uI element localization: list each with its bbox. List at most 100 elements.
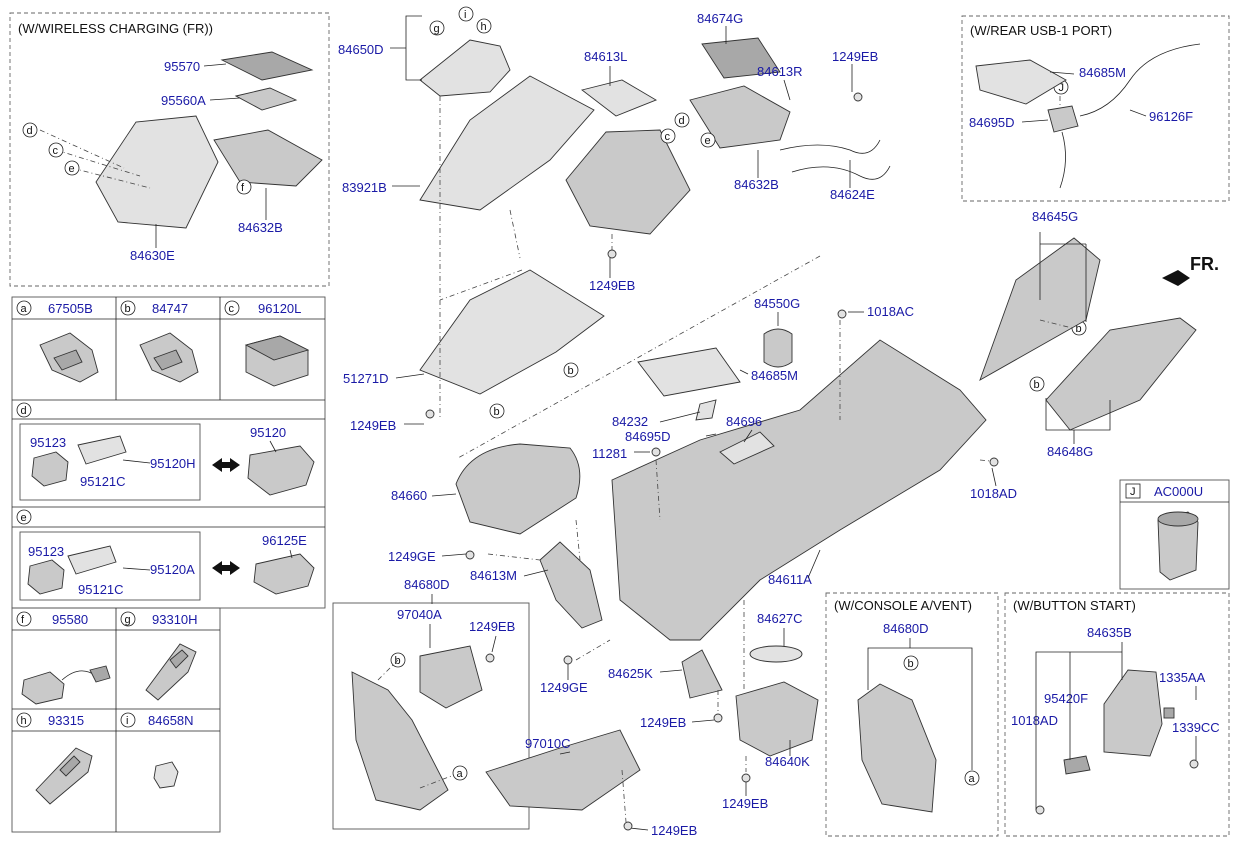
label-84630E: 84630E bbox=[130, 248, 175, 263]
mat-84627C bbox=[749, 645, 803, 663]
rear-usb-frame bbox=[961, 15, 1230, 202]
svg-text:c: c bbox=[53, 145, 59, 157]
legend-part-95123-d: 95123 bbox=[30, 435, 66, 450]
rear-usb-header: (W/REAR USB-1 PORT) bbox=[970, 23, 1112, 38]
right-illustration bbox=[857, 43, 1201, 813]
legend-cell-b: b 84747 bbox=[120, 300, 199, 383]
exchange-arrow-d bbox=[212, 458, 240, 472]
legend-part-95120H: 95120H bbox=[150, 456, 196, 471]
legend-cell-g: g 93310H bbox=[120, 611, 198, 701]
tray-84640K bbox=[735, 681, 819, 757]
legend-part-95121C-e: 95121C bbox=[78, 582, 124, 597]
label-84680D-v: 84680D bbox=[883, 621, 929, 636]
label-1018AD-b: 1018AD bbox=[1011, 713, 1058, 728]
svg-text:f: f bbox=[241, 182, 245, 194]
cover-83921B bbox=[419, 75, 595, 211]
console-vent-header: (W/CONSOLE A/VENT) bbox=[834, 598, 972, 613]
label-84645G: 84645G bbox=[1032, 209, 1078, 224]
label-1249EB-a: 1249EB bbox=[832, 49, 878, 64]
label-84624E: 84624E bbox=[830, 187, 875, 202]
label-84696: 84696 bbox=[726, 414, 762, 429]
legend-letter-f: f bbox=[21, 614, 25, 626]
legend-cell-J: J AC000U bbox=[1125, 483, 1203, 581]
legend-part-95123-e: 95123 bbox=[28, 544, 64, 559]
svg-text:e: e bbox=[705, 135, 711, 147]
svg-text:J: J bbox=[1059, 82, 1065, 94]
leader-lines bbox=[155, 15, 1197, 831]
label-84648G: 84648G bbox=[1047, 444, 1093, 459]
label-83921B: 83921B bbox=[342, 180, 387, 195]
bracket-84232 bbox=[695, 399, 717, 421]
cable-96126F bbox=[1079, 43, 1201, 117]
callout-upper: g i h d c e b b bbox=[429, 6, 716, 419]
mat-84685M-u bbox=[975, 59, 1067, 105]
armrest-84660 bbox=[455, 443, 581, 535]
label-84613R: 84613R bbox=[757, 64, 803, 79]
label-84550G: 84550G bbox=[754, 296, 800, 311]
console-84611A bbox=[611, 339, 987, 641]
legend-cell-f: f 95580 bbox=[16, 611, 111, 705]
svg-text:a: a bbox=[457, 768, 464, 780]
label-84685M-u: 84685M bbox=[1079, 65, 1126, 80]
vent-assembly-frame bbox=[332, 602, 530, 830]
svg-text:b: b bbox=[494, 406, 500, 418]
button-start-frame bbox=[1004, 592, 1230, 837]
legend-letter-c: c bbox=[229, 303, 235, 315]
label-95420F: 95420F bbox=[1044, 691, 1088, 706]
legend-part-84747: 84747 bbox=[152, 301, 188, 316]
legend-cell-e: e 95123 95121C 95120A 96125E bbox=[16, 509, 315, 601]
legend-cell-i: i 84658N bbox=[120, 712, 194, 789]
duct-97010C bbox=[485, 729, 641, 811]
housing-84613R bbox=[565, 129, 691, 235]
svg-text:b: b bbox=[908, 658, 914, 670]
panel-51271D bbox=[419, 269, 605, 395]
label-1249EB-e: 1249EB bbox=[640, 715, 686, 730]
cover-84650D bbox=[419, 39, 511, 97]
label-1018AD: 1018AD bbox=[970, 486, 1017, 501]
main-console-illustration bbox=[351, 328, 987, 811]
wireless-charger-illustration bbox=[39, 51, 323, 229]
button-start-header: (W/BUTTON START) bbox=[1013, 598, 1136, 613]
svg-text:b: b bbox=[1034, 379, 1040, 391]
legend-cell-a: a 67505B bbox=[16, 300, 99, 383]
legend-part-95121C-d: 95121C bbox=[80, 474, 126, 489]
pad-84674G bbox=[701, 37, 781, 79]
label-84695D: 84695D bbox=[625, 429, 671, 444]
svg-text:b: b bbox=[568, 365, 574, 377]
trim-84645G bbox=[979, 237, 1101, 381]
legend-letter-a: a bbox=[21, 303, 28, 315]
legend-cell-d: d 95123 95121C 95120H 95120 bbox=[16, 402, 315, 501]
front-direction-arrow: FR. bbox=[1162, 254, 1219, 286]
cup-84550G bbox=[763, 328, 793, 368]
label-84632B: 84632B bbox=[734, 177, 779, 192]
legend-letter-h: h bbox=[21, 715, 27, 727]
legend-cell-h: h 93315 bbox=[16, 712, 93, 805]
svg-text:e: e bbox=[69, 163, 75, 175]
svg-text:a: a bbox=[969, 773, 976, 785]
assembly-lines bbox=[377, 96, 1073, 823]
label-1249GE-a: 1249GE bbox=[388, 549, 436, 564]
fasteners bbox=[425, 92, 1199, 831]
pad-95560A bbox=[234, 87, 298, 111]
usb-84695D-u bbox=[1047, 105, 1079, 133]
legend-part-AC000U: AC000U bbox=[1154, 484, 1203, 499]
holder-84632B-w bbox=[213, 129, 323, 187]
label-84695D-u: 84695D bbox=[969, 115, 1015, 130]
label-1249EB-d: 1249EB bbox=[469, 619, 515, 634]
label-84680D: 84680D bbox=[404, 577, 450, 592]
label-1335AA: 1335AA bbox=[1159, 670, 1206, 685]
label-84613M: 84613M bbox=[470, 568, 517, 583]
label-95570: 95570 bbox=[164, 59, 200, 74]
wireless-charging-frame bbox=[9, 12, 330, 287]
label-97010C: 97010C bbox=[525, 736, 571, 751]
label-1339CC: 1339CC bbox=[1172, 720, 1220, 735]
legend-part-95580: 95580 bbox=[52, 612, 88, 627]
mat-84685M bbox=[637, 347, 741, 397]
label-96126F: 96126F bbox=[1149, 109, 1193, 124]
label-84685M: 84685M bbox=[751, 368, 798, 383]
label-84660: 84660 bbox=[391, 488, 427, 503]
label-84611A: 84611A bbox=[768, 572, 812, 587]
legend-cell-c: c 96120L bbox=[224, 300, 310, 387]
legend-part-96125E: 96125E bbox=[262, 533, 307, 548]
